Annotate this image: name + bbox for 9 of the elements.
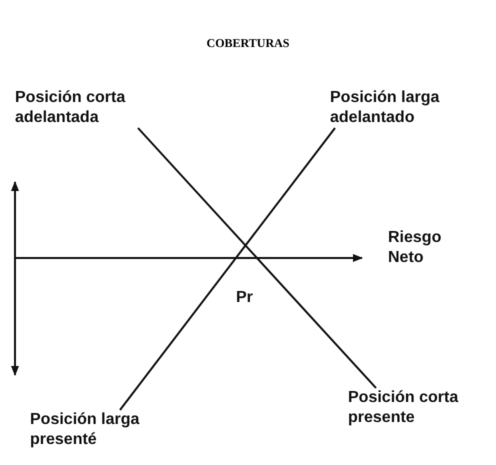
position-label: Posición corta presente bbox=[348, 388, 478, 428]
position-line bbox=[119, 127, 336, 411]
position-label: Posición larga presenté bbox=[30, 410, 155, 450]
axis-label: Riesgo Neto bbox=[388, 228, 442, 268]
position-label: Posición larga adelantado bbox=[330, 88, 465, 128]
point-label: Pr bbox=[236, 288, 254, 308]
position-label: Posición corta adelantada bbox=[15, 88, 150, 128]
position-line bbox=[137, 127, 377, 389]
title: COBERTURAS bbox=[206, 36, 290, 51]
